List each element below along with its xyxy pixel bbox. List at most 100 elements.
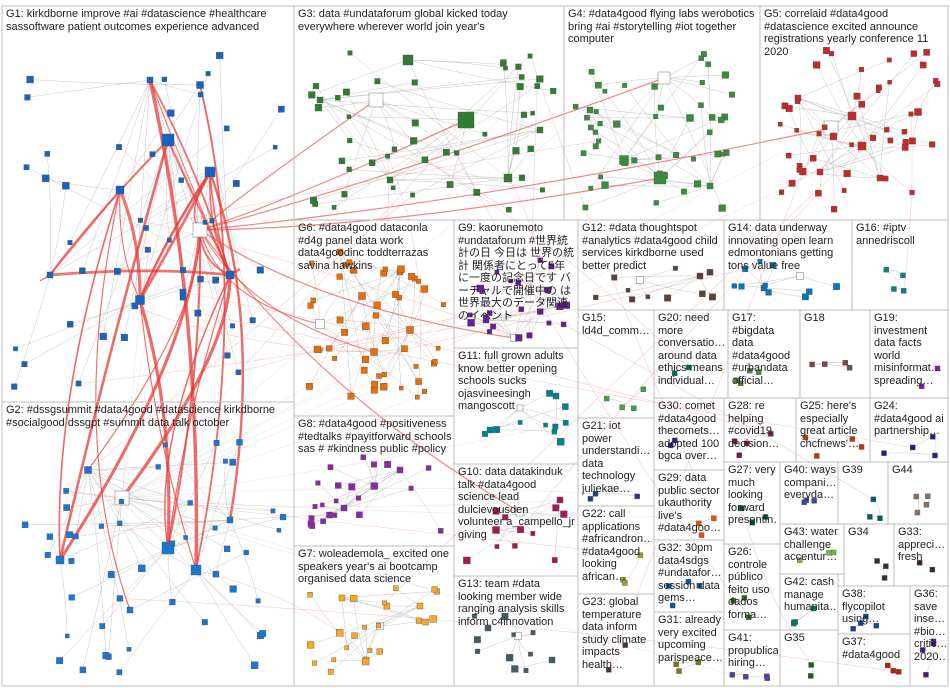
node-g35 xyxy=(808,673,814,679)
node-g31 xyxy=(676,668,682,674)
node-g42 xyxy=(791,620,797,627)
node-g2 xyxy=(212,570,220,578)
node-g8 xyxy=(371,482,378,490)
edge xyxy=(138,299,171,549)
node-g4 xyxy=(721,71,729,79)
node-g1 xyxy=(26,75,34,84)
group-box-g44 xyxy=(887,461,949,525)
node-g5 xyxy=(796,163,803,169)
edge xyxy=(903,113,913,291)
node-g18 xyxy=(846,365,853,371)
node-g2 xyxy=(222,458,228,464)
node-g3 xyxy=(503,65,508,71)
hub-node-g6-1 xyxy=(370,348,378,356)
edge xyxy=(75,514,335,537)
edge xyxy=(373,315,377,353)
node-g6 xyxy=(370,386,378,394)
node-g16 xyxy=(900,272,906,279)
edge xyxy=(591,71,625,161)
node-g4 xyxy=(621,159,629,167)
edge xyxy=(58,229,202,561)
node-g1 xyxy=(249,317,256,324)
hub-node-g2-3 xyxy=(84,466,92,474)
node-g3 xyxy=(411,119,419,127)
node-g1 xyxy=(13,346,18,352)
edge xyxy=(399,469,441,531)
node-g6 xyxy=(362,355,370,363)
node-g2 xyxy=(63,504,70,511)
node-g5 xyxy=(858,100,866,108)
node-g1 xyxy=(205,71,211,77)
node-g6 xyxy=(380,383,388,391)
edge xyxy=(389,179,543,191)
hub-node-g9-2 xyxy=(544,286,552,294)
node-g10 xyxy=(552,504,560,512)
node-g2 xyxy=(229,458,237,466)
hub-node-g12-1 xyxy=(696,272,704,280)
node-g3 xyxy=(421,156,429,164)
node-g36 xyxy=(920,647,926,653)
node-g39 xyxy=(867,514,873,520)
node-g23 xyxy=(606,667,612,673)
edge xyxy=(338,469,401,486)
edge xyxy=(121,227,147,499)
edge xyxy=(87,469,228,550)
edge xyxy=(481,291,515,339)
node-g5 xyxy=(886,57,892,63)
hub-node-g3-2 xyxy=(402,54,414,66)
node-g1 xyxy=(235,369,242,376)
node-g2 xyxy=(46,533,54,540)
hub-node-g1-4 xyxy=(225,270,235,280)
edge xyxy=(608,133,820,670)
node-g5 xyxy=(887,79,892,85)
node-g13 xyxy=(475,648,481,654)
edge xyxy=(224,461,231,521)
node-g34 xyxy=(881,575,888,581)
edge xyxy=(364,627,367,661)
group-label-g43: G43: water challenge accentur… xyxy=(784,526,838,563)
group-label-g17: G17: #bigdata data #data4good #urbandata… xyxy=(732,312,791,387)
node-g21 xyxy=(592,491,599,497)
node-g21 xyxy=(634,493,640,500)
hub-node-g11-2 xyxy=(552,392,560,400)
node-g10 xyxy=(560,510,568,518)
node-g3 xyxy=(539,187,545,193)
node-g11 xyxy=(493,426,501,433)
node-g5 xyxy=(870,134,877,141)
edge xyxy=(518,289,549,338)
edge xyxy=(59,547,169,661)
node-g2 xyxy=(212,525,218,531)
edge xyxy=(654,86,661,179)
node-g8 xyxy=(335,482,342,489)
hub-node-g6-0 xyxy=(315,319,325,329)
node-g16 xyxy=(900,288,907,294)
node-g4 xyxy=(693,180,702,188)
node-g5 xyxy=(909,137,916,145)
edge xyxy=(496,271,549,291)
node-g28 xyxy=(731,438,738,444)
node-g33 xyxy=(929,566,936,573)
node-g1 xyxy=(202,220,208,225)
node-g1 xyxy=(120,333,128,341)
node-g22 xyxy=(622,580,628,586)
node-g44 xyxy=(925,493,931,499)
node-g1 xyxy=(131,302,139,310)
node-g6 xyxy=(336,273,343,280)
node-g7 xyxy=(350,594,358,603)
node-g38 xyxy=(857,620,864,626)
node-g9 xyxy=(486,329,493,335)
edge xyxy=(407,59,477,193)
edge xyxy=(121,497,435,590)
node-g6 xyxy=(408,273,415,280)
node-g16 xyxy=(883,266,889,273)
node-g12 xyxy=(625,288,631,293)
edge xyxy=(424,159,689,368)
node-g3 xyxy=(390,185,396,191)
node-g9 xyxy=(556,302,564,310)
node-g6 xyxy=(420,285,428,293)
edge xyxy=(121,497,274,512)
edge xyxy=(624,85,711,187)
node-g36 xyxy=(930,640,937,647)
edge xyxy=(322,485,375,522)
node-g43 xyxy=(826,550,832,556)
